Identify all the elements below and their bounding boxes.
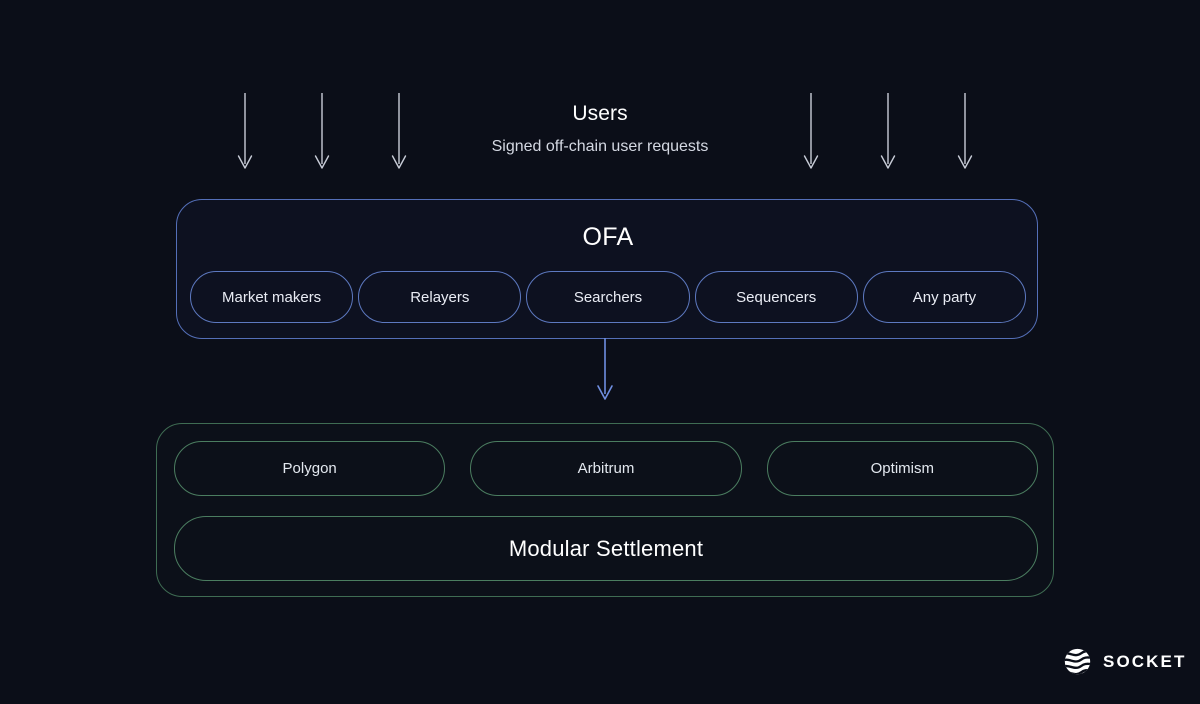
settlement-container: Polygon Arbitrum Optimism Modular Settle…	[156, 423, 1054, 597]
modular-settlement-bar[interactable]: Modular Settlement	[174, 516, 1038, 581]
users-title: Users	[572, 102, 628, 125]
ofa-participant-any-party[interactable]: Any party	[862, 271, 1027, 323]
ofa-title: OFA	[582, 223, 634, 251]
ofa-participant-market-makers[interactable]: Market makers	[190, 271, 354, 323]
ofa-participant-relayers[interactable]: Relayers	[358, 271, 522, 323]
users-subtitle: Signed off-chain user requests	[491, 138, 709, 155]
ofa-participant-sequencers[interactable]: Sequencers	[694, 271, 858, 323]
ofa-participant-searchers[interactable]: Searchers	[526, 271, 690, 323]
chain-pill-arbitrum[interactable]: Arbitrum	[470, 441, 742, 496]
brand-lockup: SOCKET	[1063, 647, 1186, 676]
socket-globe-icon	[1064, 648, 1091, 675]
ofa-to-settlement-arrow	[597, 338, 613, 400]
brand-name: SOCKET	[1103, 651, 1187, 671]
chain-pill-optimism[interactable]: Optimism	[766, 441, 1038, 496]
ofa-participants-row: Market makers Relayers Searchers Sequenc…	[190, 271, 1027, 323]
ofa-container: OFA Market makers Relayers Searchers Seq…	[176, 199, 1038, 339]
chain-pill-polygon[interactable]: Polygon	[174, 441, 446, 496]
chains-row: Polygon Arbitrum Optimism	[174, 441, 1038, 496]
